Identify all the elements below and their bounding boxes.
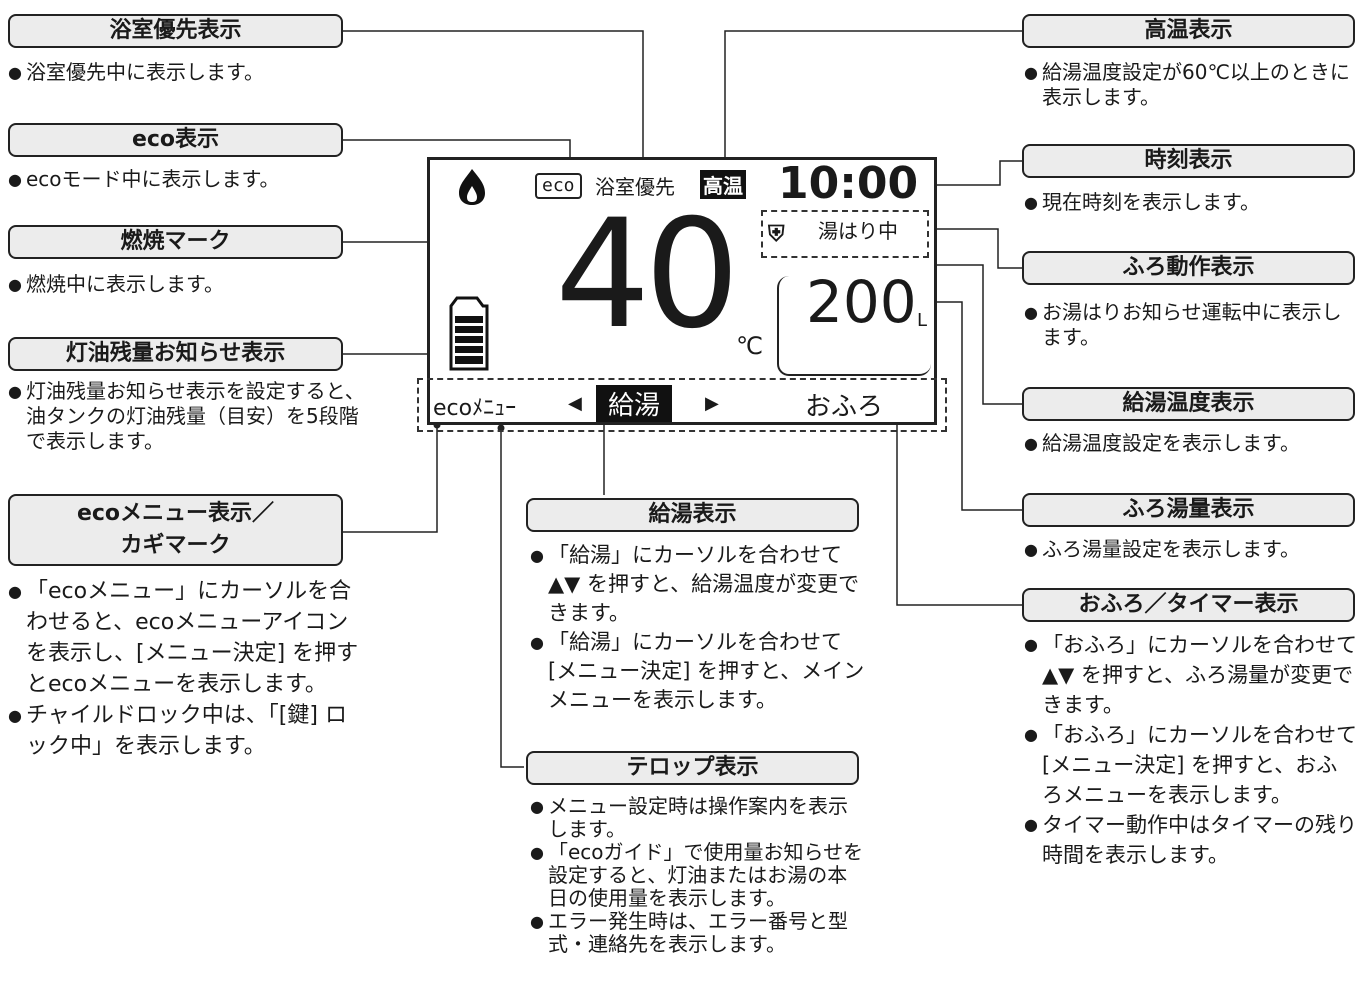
label-supply: 給湯表示: [526, 498, 859, 532]
desc-eco-menu: 「ecoメニュー」にカーソルを合わせると、ecoメニューアイコンを表示し、[メニ…: [8, 576, 368, 762]
time-text: 10:00: [778, 158, 919, 209]
label-burn-mark: 燃焼マーク: [8, 225, 343, 259]
label-bath-volume: ふろ湯量表示: [1022, 493, 1355, 527]
high-temp-badge: 高温: [700, 170, 746, 199]
label-eco-menu: ecoメニュー表示／ カギマーク: [8, 494, 343, 566]
eco-menu-text[interactable]: ecoﾒﾆｭｰ: [433, 396, 517, 421]
faucet-icon: ⛨: [768, 222, 785, 247]
label-high-temp: 高温表示: [1022, 14, 1355, 48]
ofuro-tab[interactable]: おふろ: [805, 392, 884, 422]
filling-text: 湯はり中: [818, 219, 898, 243]
desc-ofuro-timer: 「おふろ」にカーソルを合わせて ▲▼ を押すと、ふろ湯量が変更できます。 「おふ…: [1024, 630, 1357, 870]
label-bath-operation: ふろ動作表示: [1022, 251, 1355, 285]
bath-priority-text: 浴室優先: [595, 175, 675, 199]
desc-high-temp: 給湯温度設定が60℃以上のときに表示します。: [1024, 60, 1354, 110]
flame-icon: [459, 169, 485, 205]
supply-tab[interactable]: 給湯: [596, 385, 673, 422]
left-arrow-icon[interactable]: ◀: [568, 393, 582, 414]
filling-box: [761, 210, 929, 258]
desc-kerosene: 灯油残量お知らせ表示を設定すると、油タンクの灯油残量（目安）を5段階で表示します…: [8, 379, 368, 454]
bath-volume-value: 200: [806, 268, 917, 336]
telop-area: [417, 378, 947, 432]
oil-tank-icon: [449, 296, 489, 371]
desc-supply: 「給湯」にカーソルを合わせて ▲▼ を押すと、給湯温度が変更できます。 「給湯」…: [530, 541, 865, 715]
label-ofuro-timer: おふろ／タイマー表示: [1022, 588, 1355, 622]
label-bath-priority: 浴室優先表示: [8, 14, 343, 48]
desc-bath-volume: ふろ湯量設定を表示します。: [1024, 537, 1359, 562]
desc-supply-temp: 給湯温度設定を表示します。: [1024, 431, 1359, 456]
eco-badge: eco: [535, 173, 582, 199]
remote-display: eco 浴室優先 高温 10:00 ⛨ 湯はり中 40 ℃ 200 L ecoﾒ…: [417, 157, 947, 432]
supply-temp-value: 40: [555, 188, 740, 362]
label-supply-temp: 給湯温度表示: [1022, 387, 1355, 421]
bath-volume-unit: L: [917, 310, 928, 331]
desc-burn-mark: 燃焼中に表示します。: [8, 272, 348, 297]
supply-temp-unit: ℃: [736, 332, 763, 360]
desc-bath-operation: お湯はりお知らせ運転中に表示します。: [1024, 300, 1354, 350]
desc-bath-priority: 浴室優先中に表示します。: [8, 60, 348, 85]
label-telop: テロップ表示: [526, 751, 859, 785]
desc-clock: 現在時刻を表示します。: [1024, 190, 1354, 215]
label-clock: 時刻表示: [1022, 144, 1355, 178]
label-kerosene: 灯油残量お知らせ表示: [8, 337, 343, 371]
desc-telop: メニュー設定時は操作案内を表示します。 「ecoガイド」で使用量お知らせを設定す…: [530, 795, 865, 956]
desc-eco: ecoモード中に表示します。: [8, 167, 348, 192]
label-eco: eco表示: [8, 123, 343, 157]
right-arrow-icon[interactable]: ▶: [705, 393, 719, 414]
bath-volume-box: [777, 276, 931, 376]
